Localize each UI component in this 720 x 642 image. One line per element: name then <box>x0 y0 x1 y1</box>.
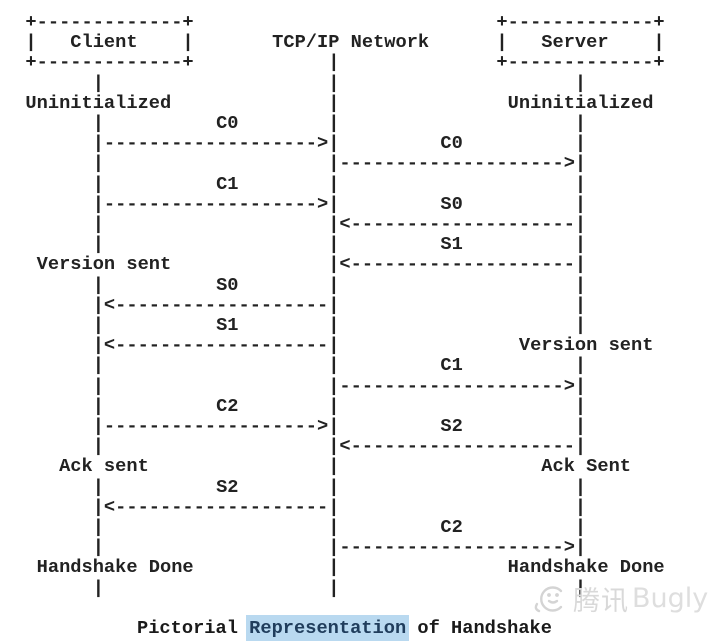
diagram-caption: Pictorial Representation of Handshake <box>137 615 552 641</box>
caption-highlight: Representation <box>246 615 410 641</box>
caption-suffix: of Handshake <box>406 617 552 639</box>
caption-prefix: Pictorial <box>137 617 250 639</box>
ascii-sequence-diagram: +-------------+ +-------------+ | Client… <box>25 11 665 599</box>
